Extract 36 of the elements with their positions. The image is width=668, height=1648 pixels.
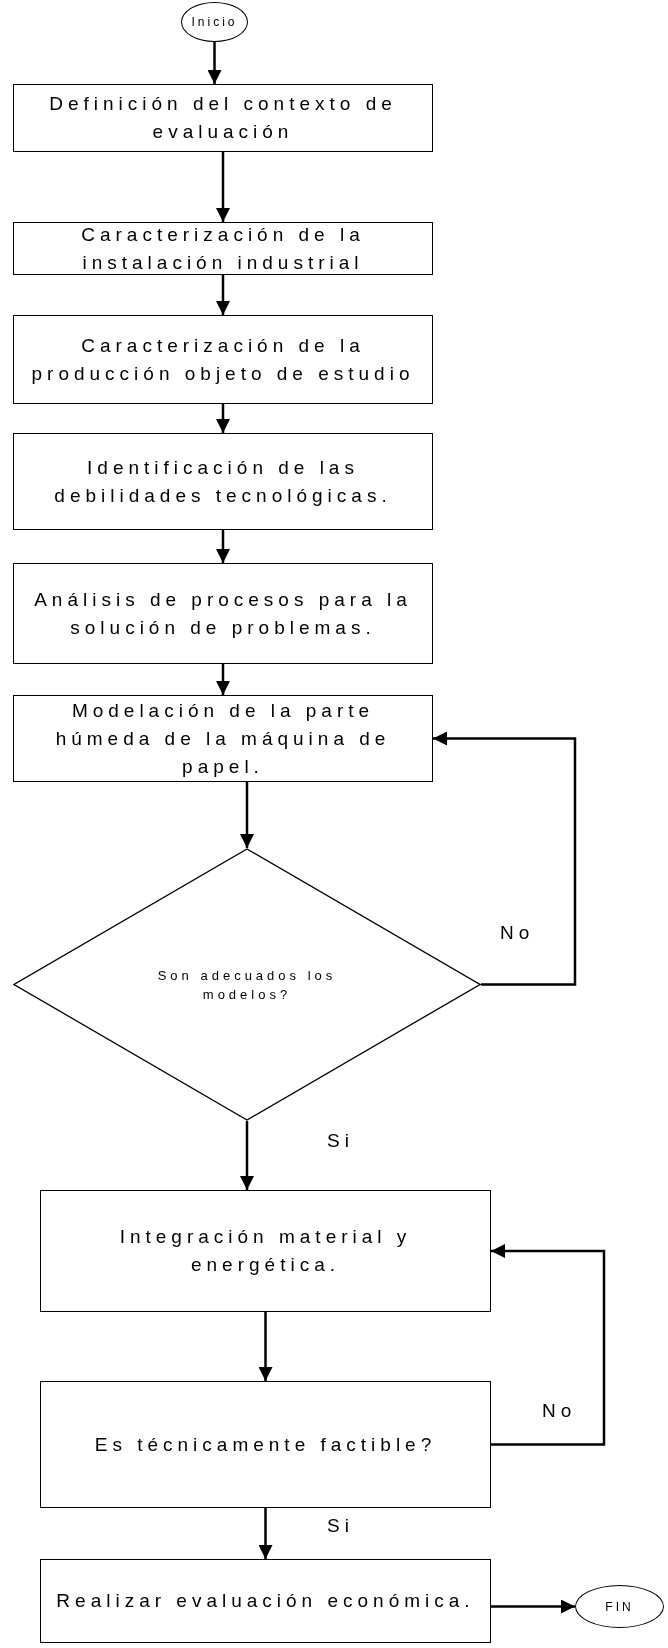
process-box xyxy=(13,563,433,664)
process-box xyxy=(40,1381,491,1508)
process-box xyxy=(13,433,433,530)
terminal-oval xyxy=(181,2,248,42)
arrow xyxy=(216,664,230,695)
node-text: Identificación de las debilidades tecnológicas. xyxy=(53,455,393,508)
node-text: Integración material y energética. xyxy=(118,1225,413,1277)
arrow xyxy=(207,42,222,84)
arrow xyxy=(240,782,254,848)
process-box xyxy=(13,222,433,275)
node-text: Modelación de la parte húmeda de la máquina de papel. xyxy=(54,698,392,779)
decision-diamond xyxy=(13,848,481,1121)
arrow xyxy=(258,1508,273,1559)
process-box xyxy=(40,1190,491,1312)
arrow xyxy=(216,530,230,563)
arrow xyxy=(433,731,577,986)
node-text: FIN xyxy=(605,1598,634,1615)
arrow xyxy=(491,1244,606,1446)
arrow xyxy=(258,1312,273,1381)
arrow xyxy=(240,1121,254,1190)
process-box xyxy=(13,84,433,152)
node-text: Análisis de procesos para la solución de problemas. xyxy=(33,587,413,640)
node-text: Realizar evaluación económica. xyxy=(55,1589,476,1613)
node-text: Definición del contexto de evaluación xyxy=(48,92,398,144)
arrow xyxy=(216,275,230,315)
process-box xyxy=(40,1559,491,1643)
node-text: Caracterización de la producción objeto de estudio xyxy=(30,333,416,386)
node-text: Es técnicamente factible? xyxy=(93,1432,438,1457)
node-text: Caracterización de la instalación industrial xyxy=(80,222,366,275)
arrow xyxy=(491,1599,575,1614)
process-box xyxy=(13,695,433,782)
node-text: Son adecuados los modelos? xyxy=(156,966,338,1004)
arrow xyxy=(216,404,230,433)
process-box xyxy=(13,315,433,404)
arrow xyxy=(216,152,230,222)
node-text: Inicio xyxy=(191,14,238,30)
